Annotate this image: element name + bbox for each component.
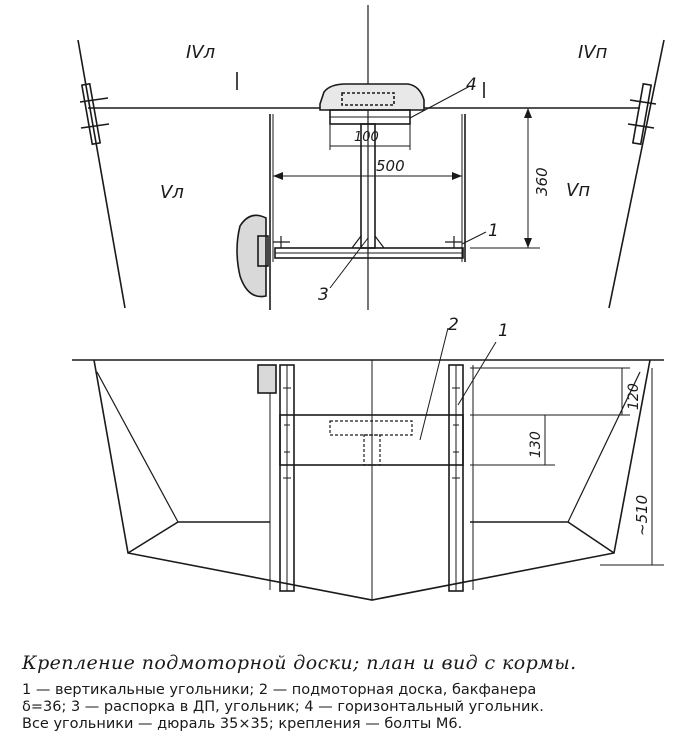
callout-1-plan: 1 <box>488 221 499 241</box>
plan-motor-clamp <box>319 83 425 111</box>
section-label-vl: Vл <box>160 182 184 203</box>
stern-inner-line <box>127 521 270 554</box>
plan-right-side <box>608 39 665 309</box>
section-label-vp: Vп <box>566 180 590 201</box>
dim-120: 120 <box>626 383 642 410</box>
stern-clamp-block <box>257 364 277 394</box>
dim-130: 130 <box>528 431 544 458</box>
stern-engine-board <box>279 414 464 466</box>
dim-510: ~510 <box>633 495 651 536</box>
plan-right-side-plate <box>631 82 653 146</box>
dim-100: 100 <box>354 130 379 145</box>
dim-500: 500 <box>376 157 405 175</box>
callout-3: 3 <box>318 285 329 305</box>
engine-board-drawing: IVл IVп Vл Vп 4 3 1 2 1 100 500 360 120 … <box>72 5 665 601</box>
callout-4: 4 <box>466 75 477 95</box>
section-label-ivp: IVп <box>578 42 608 63</box>
section-label-ivl: IVл <box>186 42 215 63</box>
caption-line-3: Все угольники — дюраль 35×35; крепления … <box>22 716 463 732</box>
plan-left-side <box>77 39 126 309</box>
callout-2: 2 <box>448 315 459 335</box>
caption-line-2: δ=36; 3 — распорка в ДП, угольник; 4 — г… <box>22 699 544 715</box>
figure-caption: Крепление подмоторной доски; план и вид … <box>22 652 682 733</box>
caption-line-1: 1 — вертикальные угольники; 2 — подмотор… <box>22 682 537 698</box>
dim-360: 360 <box>533 167 551 196</box>
plan-left-side-plate <box>80 82 102 146</box>
callout-1-view: 1 <box>498 321 509 341</box>
caption-title: Крепление подмоторной доски; план и вид … <box>22 652 577 674</box>
plan-left-clamp <box>236 214 267 298</box>
bolt-marks <box>283 387 460 479</box>
